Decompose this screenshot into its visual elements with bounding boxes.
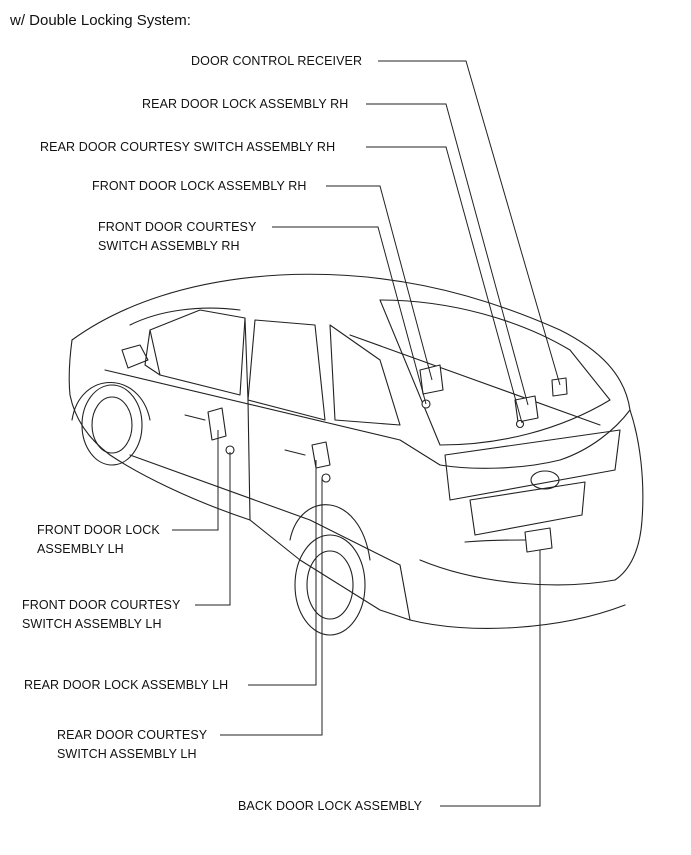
label-front-door-lock-lh: FRONT DOOR LOCK ASSEMBLY LH [37,523,160,556]
component-parts [207,364,568,553]
car-body [68,273,644,636]
leader-rear-door-courtesy-rh [366,146,523,424]
label-rear-door-lock-rh: REAR DOOR LOCK ASSEMBLY RH [142,97,349,111]
leader-front-door-courtesy-rh [272,226,427,405]
leader-rear-door-lock-rh [366,103,529,406]
label-rear-door-courtesy-rh: REAR DOOR COURTESY SWITCH ASSEMBLY RH [40,140,336,154]
label-front-door-lock-rh: FRONT DOOR LOCK ASSEMBLY RH [92,179,307,193]
label-back-door-lock: BACK DOOR LOCK ASSEMBLY [238,799,423,813]
leader-front-door-courtesy-lh [195,452,231,606]
label-front-door-courtesy-rh: FRONT DOOR COURTESY SWITCH ASSEMBLY RH [98,220,257,253]
leader-rear-door-courtesy-lh [220,478,323,736]
label-door-control-receiver: DOOR CONTROL RECEIVER [191,54,363,68]
leader-front-door-lock-lh [172,430,219,531]
leader-back-door-lock [440,550,541,807]
label-front-door-courtesy-lh: FRONT DOOR COURTESY SWITCH ASSEMBLY LH [22,598,181,631]
diagram-title: w/ Double Locking System: [10,12,191,29]
label-rear-door-courtesy-lh: REAR DOOR COURTESY SWITCH ASSEMBLY LH [57,728,208,761]
label-rear-door-lock-lh: REAR DOOR LOCK ASSEMBLY LH [24,678,229,692]
leader-rear-door-lock-lh [248,460,317,686]
leader-front-door-lock-rh [326,185,433,381]
leader-lines [172,60,561,807]
leader-door-control-receiver [378,60,561,386]
